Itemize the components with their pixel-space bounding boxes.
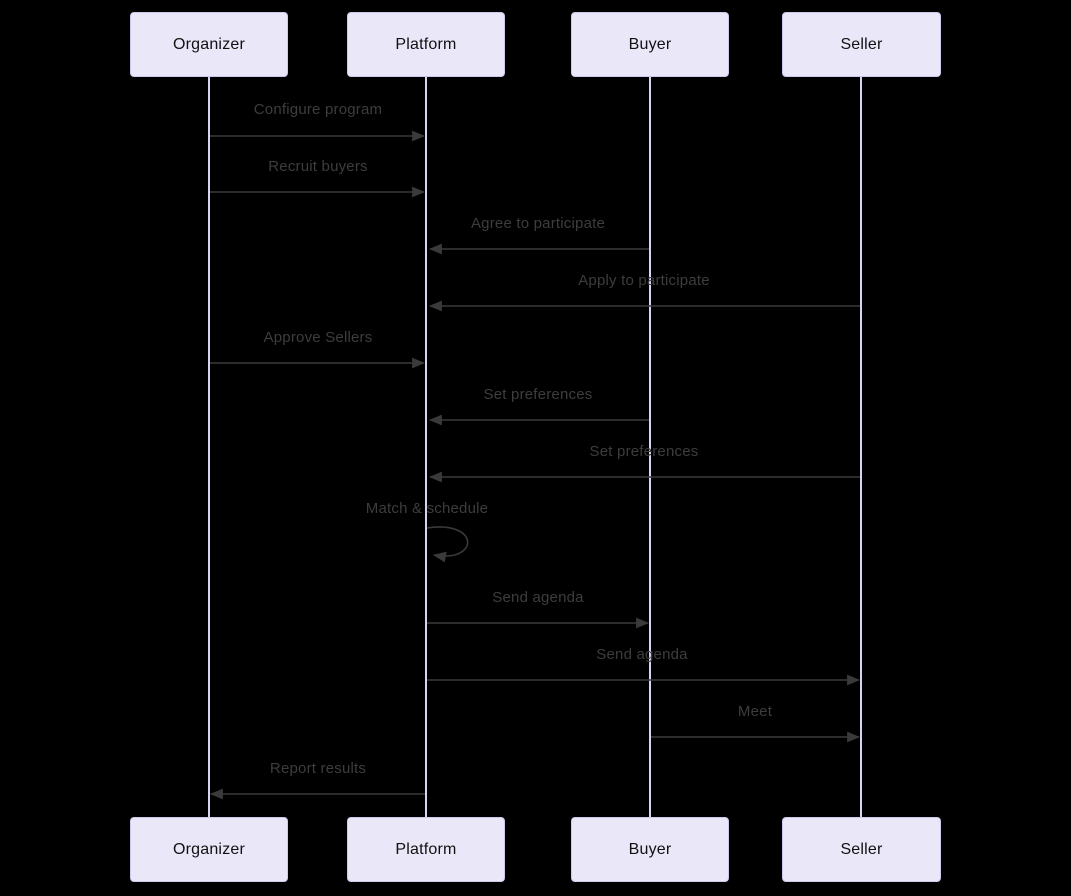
actor-label-platform: Platform — [395, 840, 457, 858]
actor-label-platform: Platform — [395, 35, 457, 53]
message-label-agree-to-participate: Agree to participate — [470, 215, 606, 232]
actor-box-seller-top: Seller — [782, 12, 941, 77]
actor-box-platform-top: Platform — [347, 12, 505, 77]
actor-box-buyer-bottom: Buyer — [571, 817, 729, 882]
message-label-apply-to-participate: Apply to participate — [578, 272, 710, 289]
message-label-configure-program: Configure program — [253, 101, 383, 118]
message-label-set-preferences-seller: Set preferences — [589, 443, 699, 460]
actor-box-organizer-bottom: Organizer — [130, 817, 288, 882]
actor-label-seller: Seller — [840, 35, 883, 53]
actor-box-organizer-top: Organizer — [130, 12, 288, 77]
actor-label-buyer: Buyer — [628, 35, 672, 53]
actor-label-organizer: Organizer — [172, 840, 246, 858]
message-label-send-agenda-seller: Send agenda — [596, 646, 688, 663]
actor-box-platform-bottom: Platform — [347, 817, 505, 882]
message-label-approve-sellers: Approve Sellers — [263, 329, 373, 346]
actor-label-buyer: Buyer — [628, 840, 672, 858]
message-label-recruit-buyers: Recruit buyers — [268, 158, 368, 175]
message-label-send-agenda-buyer: Send agenda — [492, 589, 584, 606]
actor-label-seller: Seller — [840, 840, 883, 858]
message-label-meet: Meet — [737, 703, 773, 720]
message-label-report-results: Report results — [269, 760, 367, 777]
message-label-match-and-schedule: Match & schedule — [365, 500, 489, 517]
actor-box-buyer-top: Buyer — [571, 12, 729, 77]
actor-box-seller-bottom: Seller — [782, 817, 941, 882]
actor-label-organizer: Organizer — [172, 35, 246, 53]
arrow-match-and-schedule-self-loop — [426, 526, 469, 563]
message-label-set-preferences-buyer: Set preferences — [483, 386, 593, 403]
